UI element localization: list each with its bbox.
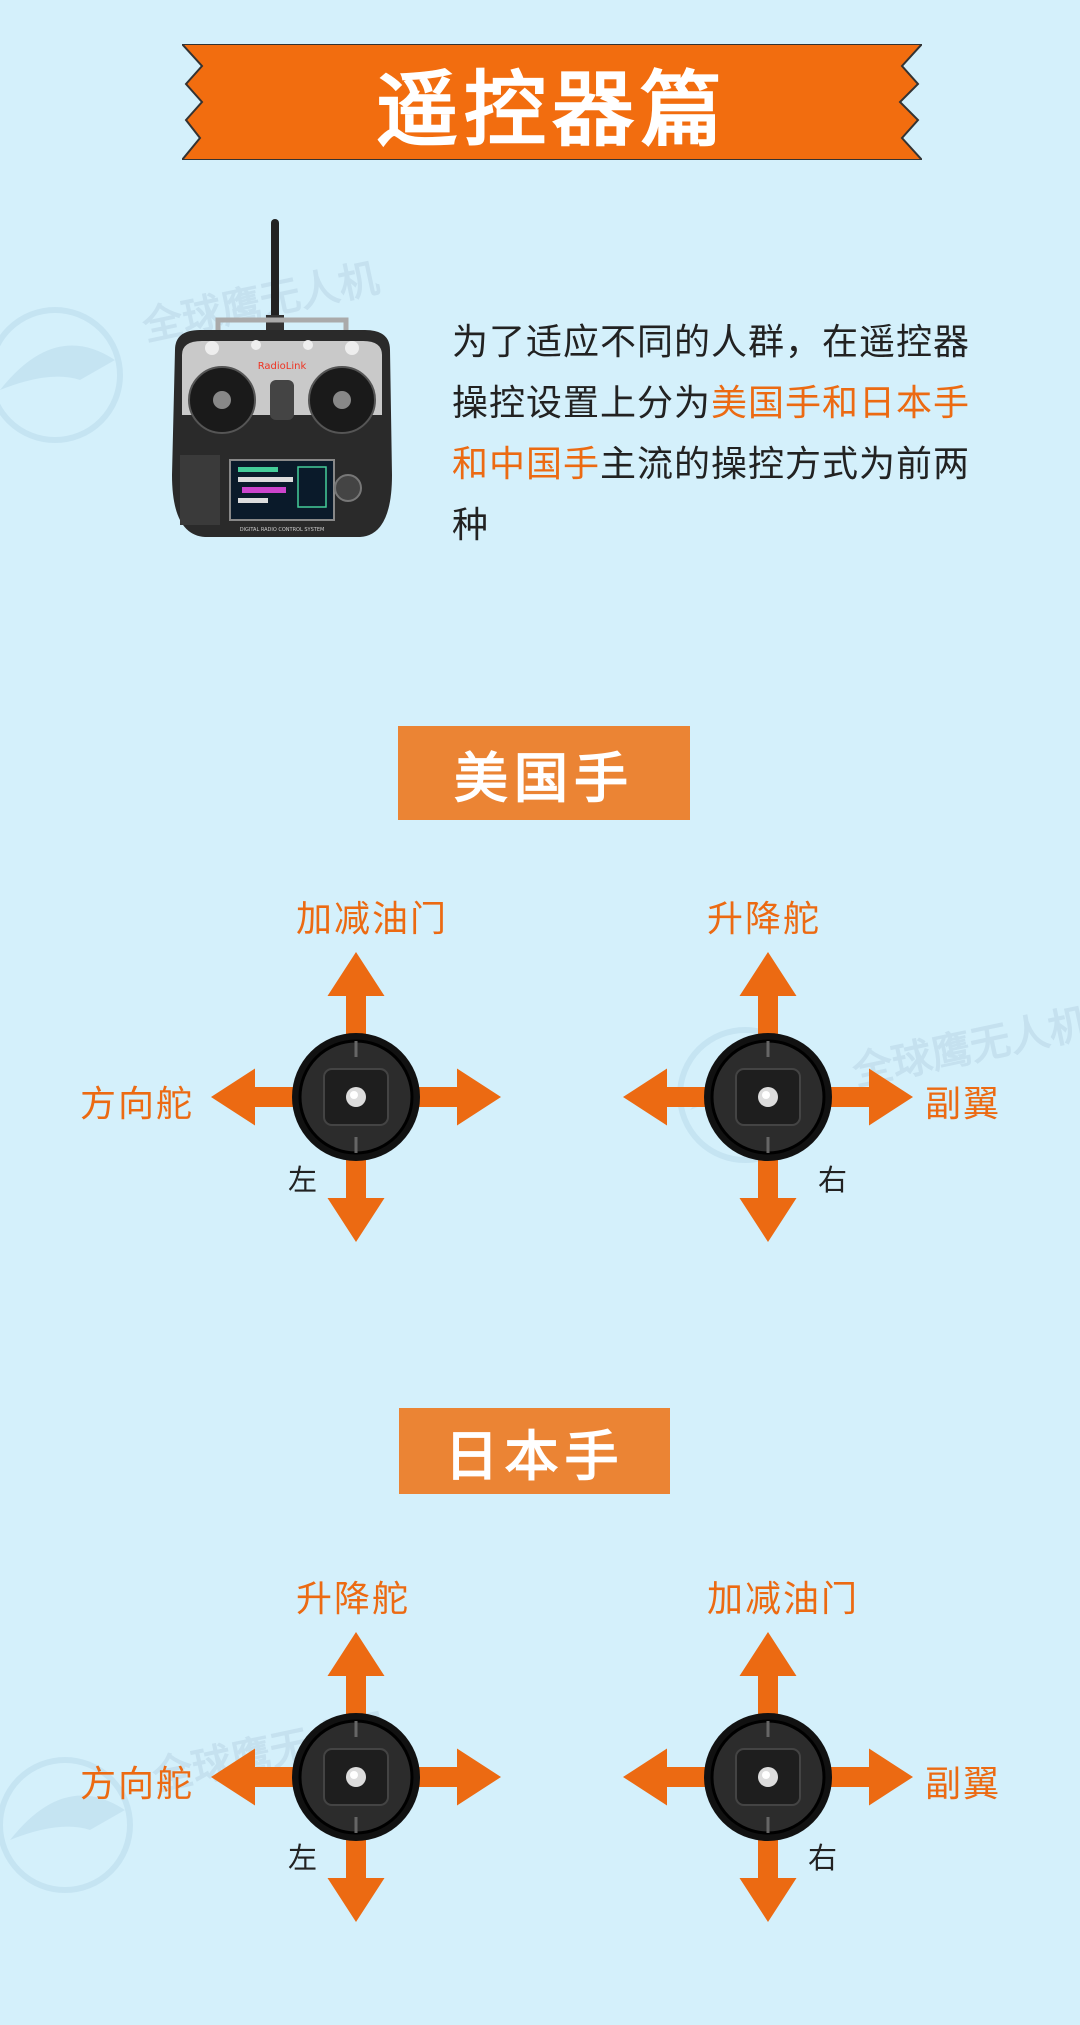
jp-right-knob-highlight: [762, 1771, 770, 1779]
jp-right-arrow-up-icon: [739, 1632, 797, 1777]
jp-left-arrow-left-icon: [211, 1748, 356, 1806]
us-right-up-label: 升降舵: [707, 899, 822, 940]
jp-left-arrow-down-icon: [327, 1777, 385, 1922]
us-left-left-label: 方向舵: [80, 1084, 195, 1125]
jp-left-side-label: 左: [288, 1841, 318, 1875]
intro-paragraph: 为了适应不同的人群，在遥控器操控设置上分为美国手和日本手和中国手主流的操控方式为…: [452, 312, 982, 556]
us-left-arrow-down-icon: [327, 1097, 385, 1242]
watermark-globe-icon: [0, 307, 123, 443]
jp-right-side-label: 右: [808, 1841, 838, 1875]
watermark-globe-icon: [0, 1757, 133, 1893]
us-left-arrow-left-icon: [211, 1068, 356, 1126]
jp-left-left-label: 方向舵: [80, 1764, 195, 1805]
jp-right-arrow-left-icon: [623, 1748, 768, 1806]
jp-left-stick: [211, 1632, 501, 1922]
brand-label: RadioLink: [258, 361, 307, 372]
us-right-right-label: 副翼: [925, 1084, 1002, 1125]
us-right-side-label: 右: [818, 1163, 848, 1197]
us-left-up-label: 加减油门: [296, 899, 449, 940]
screen-caption: DIGITAL RADIO CONTROL SYSTEM: [240, 527, 325, 533]
us-right-arrow-up-icon: [739, 952, 797, 1097]
us-right-stick: [623, 952, 913, 1242]
jp-right-stick: [623, 1632, 913, 1922]
intro-highlight: 美国手和日本手和中国手: [452, 383, 971, 485]
jp-left-up-label: 升降舵: [296, 1579, 411, 1620]
us-left-stick: [211, 952, 501, 1242]
us-left-arrow-up-icon: [327, 952, 385, 1097]
jp-right-up-label: 加减油门: [707, 1579, 860, 1620]
page-title: 遥控器篇: [375, 62, 728, 158]
intro-text-part1: 为了适应不同的人群，在遥控器操控设置上分为: [452, 322, 971, 424]
us-left-side-label: 左: [288, 1163, 318, 1197]
jp-right-arrow-down-icon: [739, 1777, 797, 1922]
us-right-arrow-down-icon: [739, 1097, 797, 1242]
jp-left-knob-highlight: [350, 1771, 358, 1779]
intro-text-part2: 主流的操控方式为前两种: [452, 444, 971, 546]
us-right-arrow-left-icon: [623, 1068, 768, 1126]
us-left-knob-highlight: [350, 1091, 358, 1099]
jp-right-right-label: 副翼: [925, 1764, 1002, 1805]
title-banner: [182, 44, 922, 160]
section-title-jp: 日本手: [399, 1408, 670, 1494]
us-left-arrow-right-icon: [356, 1068, 501, 1126]
jp-right-arrow-right-icon: [768, 1748, 913, 1806]
remote-controller-image: RadioLink DIGITAL RADIO CONTROL SYSTEM: [172, 219, 392, 537]
us-right-arrow-right-icon: [768, 1068, 913, 1126]
jp-left-arrow-right-icon: [356, 1748, 501, 1806]
jp-left-arrow-up-icon: [327, 1632, 385, 1777]
section-title-us: 美国手: [398, 726, 690, 820]
us-right-knob-highlight: [762, 1091, 770, 1099]
